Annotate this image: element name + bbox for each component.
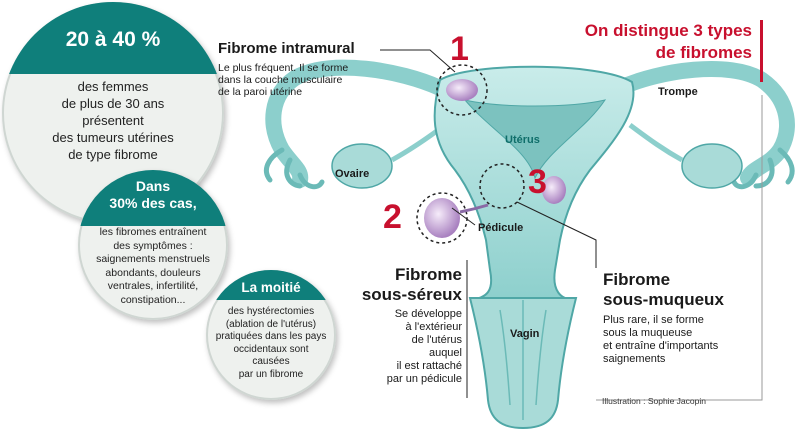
leader-credit-box — [596, 95, 763, 401]
illustration-credit: Illustration : Sophie Jacopin — [602, 396, 706, 406]
leader-pedicule — [451, 207, 476, 226]
number-2: 2 — [383, 198, 402, 236]
number-3: 3 — [528, 163, 547, 201]
intramural-description: Le plus fréquent. Il se forme dans la co… — [218, 62, 349, 98]
left-ovary — [331, 143, 393, 189]
label-trompe: Trompe — [658, 86, 698, 98]
diagram-title: On distingue 3 types de fibromes — [584, 21, 752, 62]
stat-1-text: des femmes de plus de 30 ans présentent … — [52, 79, 174, 162]
right-ovary — [681, 143, 743, 189]
label-vagin: Vagin — [510, 328, 540, 340]
sous-muqueux-title: Fibrome sous-muqueux — [603, 270, 724, 309]
title-accent-bar — [760, 20, 763, 82]
fibroid-3 — [542, 176, 566, 204]
fibroid-2-highlight — [416, 192, 468, 244]
fibroid-1 — [446, 79, 478, 101]
sous-sereux-title: Fibrome sous-séreux — [361, 265, 462, 304]
fibroid-3-highlight — [479, 163, 525, 209]
leader-sous-muqueux — [516, 201, 597, 268]
leader-intramural — [380, 49, 456, 73]
stat-2-header: Dans 30% des cas, — [78, 170, 228, 226]
uterus-body — [433, 65, 635, 307]
fibroid-2 — [424, 198, 460, 238]
label-ovaire: Ovaire — [335, 168, 370, 180]
stat-bubble-2: Dans 30% des cas, les fibromes entraînen… — [78, 170, 228, 320]
label-uterus: Utérus — [505, 134, 540, 146]
number-1: 1 — [450, 30, 469, 68]
left-tube — [265, 59, 448, 188]
right-tube — [612, 60, 795, 186]
sous-muqueux-description: Plus rare, il se forme sous la muqueuse … — [603, 314, 719, 365]
sous-sereux-description: Se développe à l'extérieur de l'utérus a… — [386, 308, 462, 385]
intramural-title: Fibrome intramural — [218, 40, 355, 57]
stat-3-text: des hystérectomies (ablation de l'utérus… — [215, 306, 327, 380]
stat-bubble-3: La moitié des hystérectomies (ablation d… — [206, 270, 336, 400]
stat-1-header: 20 à 40 % — [2, 2, 224, 74]
stat-3-header: La moitié — [206, 270, 336, 300]
right-fimbriae — [731, 147, 795, 190]
fibroid-1-highlight — [436, 64, 488, 116]
stat-2-text: les fibromes entraînent des symptômes : … — [96, 226, 210, 306]
label-pedicule: Pédicule — [478, 222, 524, 234]
left-fimbriae — [264, 147, 325, 190]
